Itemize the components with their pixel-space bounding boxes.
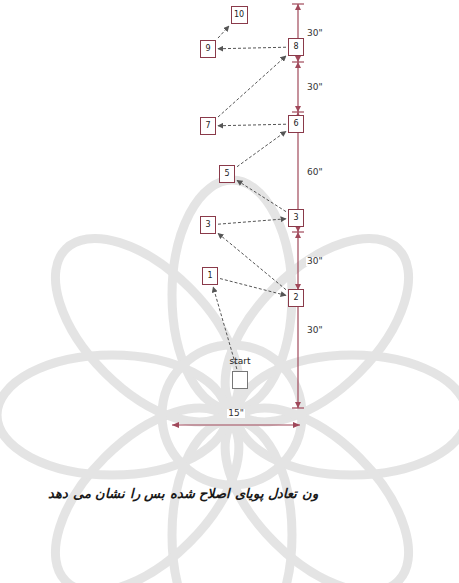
position-number: 10 <box>234 11 244 19</box>
cone-position-box: 3 <box>200 216 216 234</box>
box-outline: 9 <box>200 40 216 58</box>
start-marker: start <box>232 371 248 389</box>
path-arrow <box>218 219 286 224</box>
box-outline: 10 <box>231 6 248 24</box>
path-arrow <box>237 131 286 167</box>
box-outline: 6 <box>288 115 304 133</box>
cone-position-box: 8 <box>288 38 304 56</box>
position-number: 6 <box>293 120 298 128</box>
cone-position-box: 9 <box>200 40 216 58</box>
box-outline: 5 <box>219 165 235 183</box>
position-number: 3 <box>205 221 210 229</box>
box-outline: 3 <box>200 216 216 234</box>
box-outline: 8 <box>288 38 304 56</box>
position-number: 9 <box>205 45 210 53</box>
dimension-label: 30" <box>306 257 324 266</box>
position-number: 2 <box>293 294 298 302</box>
dimension-label: 30" <box>306 29 324 38</box>
path-arrow <box>218 233 286 289</box>
figure-caption: ون تعادل پویای اصلاح شده بس را نشان می د… <box>48 486 318 502</box>
box-outline <box>232 371 248 389</box>
cone-position-box: 3 <box>288 209 304 227</box>
cone-position-box: 7 <box>200 117 216 135</box>
cone-position-box: 1 <box>202 267 218 285</box>
cone-position-box: 10 <box>231 6 248 24</box>
box-outline: 1 <box>202 267 218 285</box>
box-outline: 7 <box>200 117 216 135</box>
box-outline: 2 <box>288 289 304 307</box>
path-arrow <box>218 47 286 49</box>
dimension-label: 60" <box>306 168 324 177</box>
dimension-label: 30" <box>306 326 324 335</box>
dimension-label: 15" <box>227 409 245 418</box>
position-number: 5 <box>224 170 229 178</box>
path-arrow <box>218 26 229 38</box>
cone-position-box: 6 <box>288 115 304 133</box>
position-number: 1 <box>207 272 212 280</box>
path-arrow <box>218 124 286 126</box>
position-number: 8 <box>293 43 298 51</box>
dimension-label: 30" <box>306 83 324 92</box>
cone-position-box: 2 <box>288 289 304 307</box>
path-arrow <box>237 180 286 211</box>
start-label: start <box>230 357 251 366</box>
cone-position-box: 5 <box>219 165 235 183</box>
position-number: 7 <box>205 122 210 130</box>
position-number: 3 <box>293 214 298 222</box>
path-arrow <box>220 279 286 296</box>
box-outline: 3 <box>288 209 304 227</box>
path-arrow <box>218 56 286 117</box>
